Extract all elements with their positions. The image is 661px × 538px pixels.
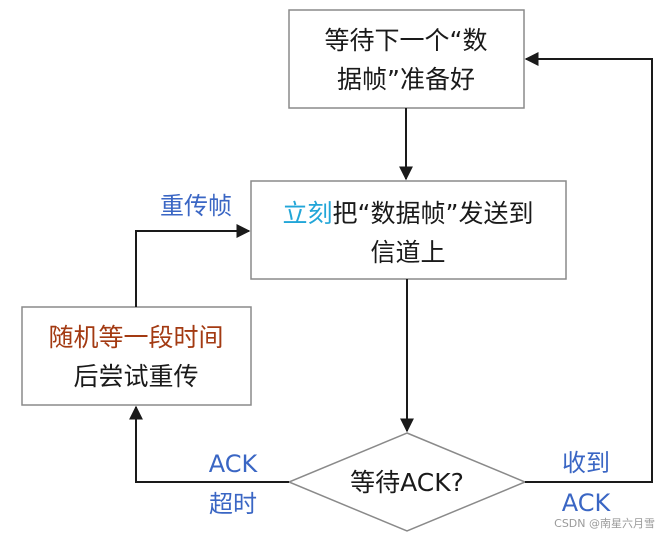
node-wait-frame-ready: 等待下一个“数 据帧”准备好 <box>288 9 525 109</box>
node-random-backoff: 随机等一段时间 后尝试重传 <box>21 306 252 406</box>
node-send-frame-line1: 立刻把“数据帧”发送到 <box>283 199 534 228</box>
edge-label-ack-received-line1: 收到 <box>562 449 610 477</box>
node-wait-ack-diamond <box>287 432 527 532</box>
node-wait-ack-label: 等待ACK? <box>350 468 464 497</box>
edge-ack-received <box>524 52 653 483</box>
edge-label-ack-timeout-line1: ACK <box>209 450 259 478</box>
node-wait-frame-ready-line1: 等待下一个“数 <box>325 26 488 55</box>
edge-ack-timeout <box>129 405 289 483</box>
edge-label-ack-timeout-line2: 超时 <box>209 490 257 518</box>
watermark-text: CSDN @南星六月雪 <box>554 517 655 530</box>
edge-label-retransmit: 重传帧 <box>160 192 232 220</box>
node-wait-ack: 等待ACK? <box>287 432 527 532</box>
send-now-line1-rest: 把“数据帧”发送到 <box>333 199 534 228</box>
edge-label-ack-received-line2: ACK <box>562 489 612 517</box>
node-send-frame-box <box>250 180 567 280</box>
node-random-backoff-line2: 后尝试重传 <box>73 362 198 391</box>
node-send-frame-line2: 信道上 <box>370 238 445 267</box>
node-send-frame: 立刻把“数据帧”发送到 信道上 <box>250 180 567 280</box>
send-now-highlight: 立刻 <box>283 199 333 228</box>
edge-retransmit <box>135 224 251 307</box>
node-wait-frame-ready-box <box>288 9 525 109</box>
node-random-backoff-line1: 随机等一段时间 <box>48 323 223 352</box>
node-wait-frame-ready-line2: 据帧”准备好 <box>337 65 475 94</box>
